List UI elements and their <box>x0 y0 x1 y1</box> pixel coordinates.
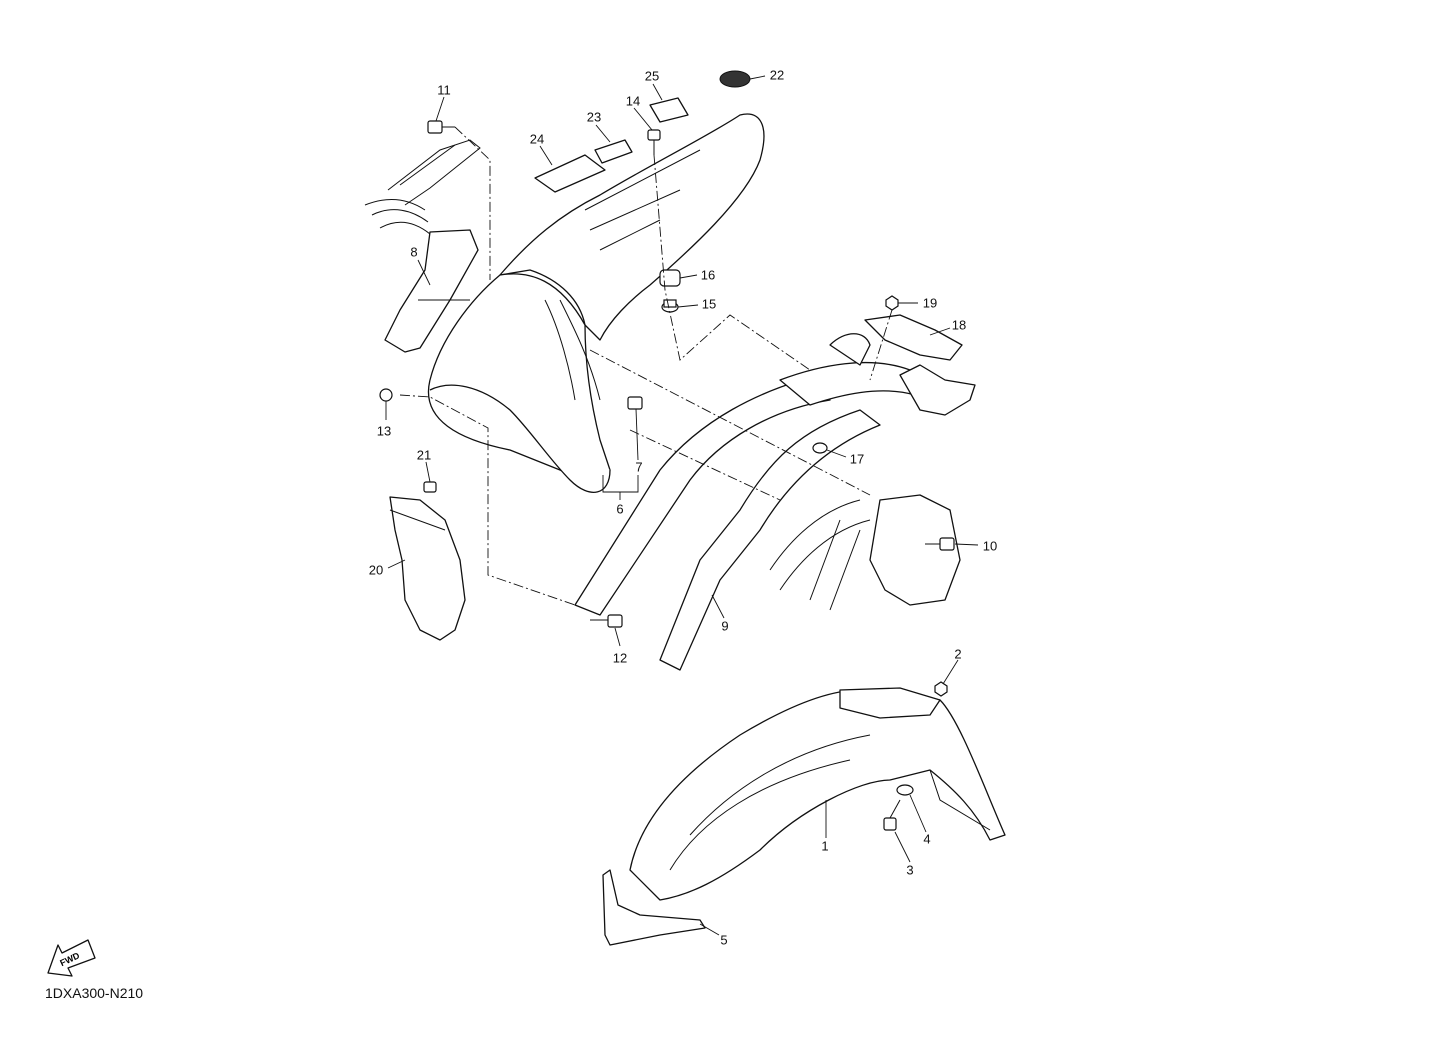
assembly-lines <box>399 126 893 606</box>
callout-13: 13 <box>376 423 392 439</box>
nut-7-shape[interactable] <box>627 396 643 410</box>
callout-16: 16 <box>700 267 716 283</box>
callout-20: 20 <box>368 562 384 578</box>
callout-2: 2 <box>954 646 962 662</box>
subframe-part-9[interactable] <box>574 333 976 671</box>
callout-1: 1 <box>821 838 829 854</box>
callout-5: 5 <box>720 932 728 948</box>
callout-25: 25 <box>644 68 660 84</box>
callout-6: 6 <box>616 501 624 517</box>
callout-15: 15 <box>701 296 717 312</box>
emblem-22-shape[interactable] <box>719 70 751 88</box>
bolt-12-shape[interactable] <box>590 614 623 628</box>
callout-19: 19 <box>922 295 938 311</box>
grommet-16-shape[interactable] <box>659 269 681 287</box>
callout-14: 14 <box>625 93 641 109</box>
callout-21: 21 <box>416 447 432 463</box>
callout-18: 18 <box>951 317 967 333</box>
nut-17-shape[interactable] <box>812 442 828 454</box>
bolt-21-shape[interactable] <box>423 481 437 493</box>
plate-part-18[interactable] <box>864 314 963 361</box>
callout-10: 10 <box>982 538 998 554</box>
callout-17: 17 <box>849 451 865 467</box>
callout-7: 7 <box>635 459 643 475</box>
callout-23: 23 <box>586 109 602 125</box>
callout-11: 11 <box>437 82 451 98</box>
rear-fender-part[interactable] <box>427 113 765 493</box>
mud-flap-part-20[interactable] <box>389 496 466 641</box>
graphic-25-shape[interactable] <box>649 97 689 123</box>
washer-13-shape[interactable] <box>379 388 393 402</box>
front-fender-part-1[interactable] <box>629 687 1006 901</box>
washer-4-shape[interactable] <box>896 784 914 796</box>
bolt-3-shape[interactable] <box>883 799 901 831</box>
callout-3: 3 <box>906 862 914 878</box>
graphic-24-shape[interactable] <box>534 154 606 193</box>
nut-19-shape[interactable] <box>885 295 899 311</box>
callout-9: 9 <box>721 618 729 634</box>
frame-sketch-left <box>364 139 481 235</box>
callout-8: 8 <box>410 244 418 260</box>
bolt-14-shape[interactable] <box>647 129 661 155</box>
callout-22: 22 <box>769 67 785 83</box>
nut-2-shape[interactable] <box>934 681 948 697</box>
collar-15-shape[interactable] <box>661 299 679 313</box>
frame-sketch-right <box>769 494 961 611</box>
graphic-23-shape[interactable] <box>594 139 633 164</box>
bolt-11-shape[interactable] <box>427 120 455 134</box>
side-cover-part-8[interactable] <box>384 229 479 353</box>
bolt-10-shape[interactable] <box>925 537 955 551</box>
callout-12: 12 <box>612 650 628 666</box>
callout-4: 4 <box>923 831 931 847</box>
callout-24: 24 <box>529 131 545 147</box>
leader-lines <box>385 75 979 936</box>
diagram-code: 1DXA300-N210 <box>45 985 144 1001</box>
fwd-arrow-icon <box>47 939 96 977</box>
stay-part-5[interactable] <box>602 869 706 946</box>
